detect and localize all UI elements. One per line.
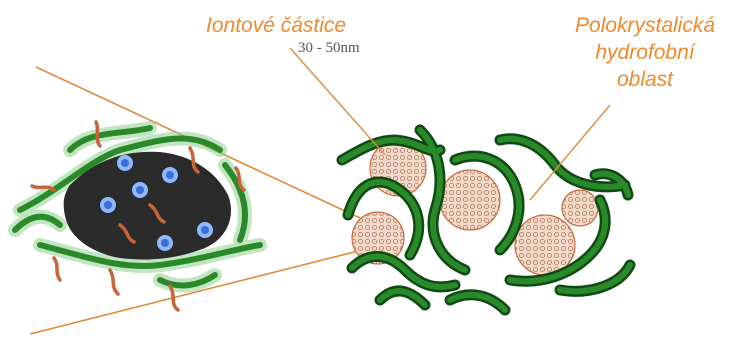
label-hydrophobic-region: Polokrystalická hydrofobní oblast bbox=[560, 12, 730, 93]
label-hydrophobic-line1: Polokrystalická bbox=[560, 12, 730, 39]
label-ionic-particles: Iontové částice bbox=[206, 14, 346, 38]
ionic-cluster bbox=[15, 122, 260, 310]
polymer-network bbox=[342, 130, 630, 310]
label-hydrophobic-line3: oblast bbox=[560, 66, 730, 93]
label-hydrophobic-line2: hydrofobní bbox=[560, 39, 730, 66]
label-particle-size: 30 - 50nm bbox=[298, 40, 360, 57]
